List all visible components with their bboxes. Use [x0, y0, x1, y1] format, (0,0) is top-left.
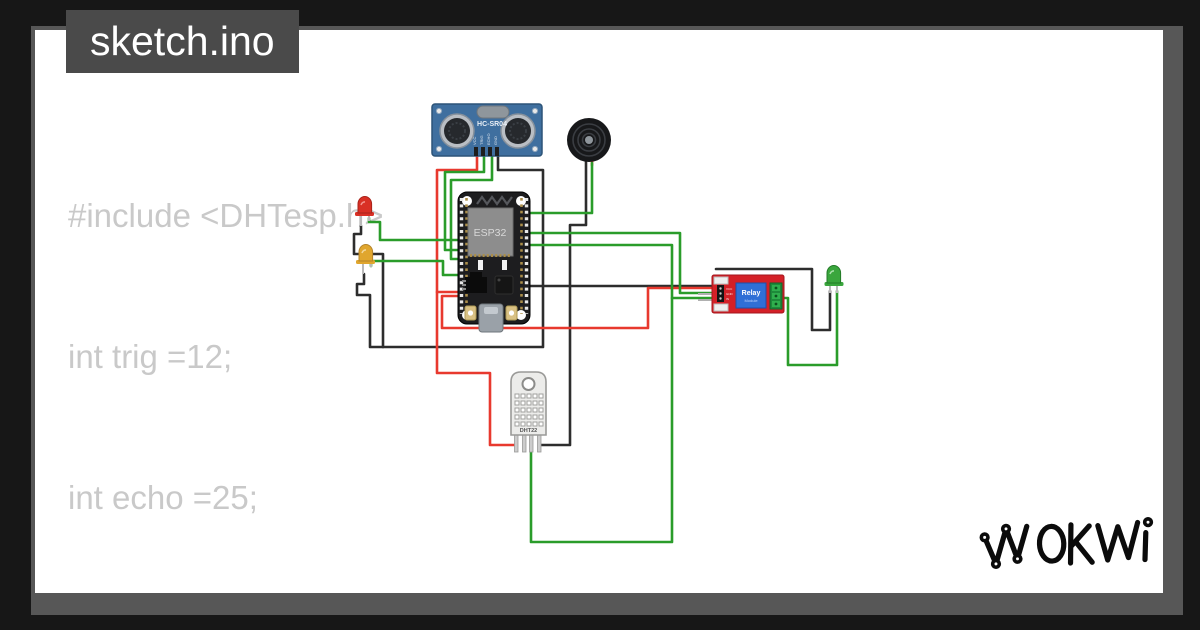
- file-title-box: sketch.ino: [66, 10, 299, 73]
- logo-letter-w2: [1095, 519, 1141, 563]
- sketch-page: #include <DHTesp.h> int trig =12; int ec…: [35, 30, 1163, 593]
- wokwi-logo: WOKWI: [978, 512, 1160, 576]
- logo-letter-i: [1142, 530, 1149, 563]
- code-line: int echo =25;: [68, 479, 258, 516]
- code-listing: #include <DHTesp.h> int trig =12; int ec…: [68, 98, 510, 593]
- wokwi-logo-graphic: [979, 517, 1154, 570]
- code-line: #include <DHTesp.h>: [68, 197, 384, 234]
- file-title: sketch.ino: [90, 18, 275, 64]
- logo-letter-o: [1036, 523, 1067, 564]
- code-line: int trig =12;: [68, 338, 233, 375]
